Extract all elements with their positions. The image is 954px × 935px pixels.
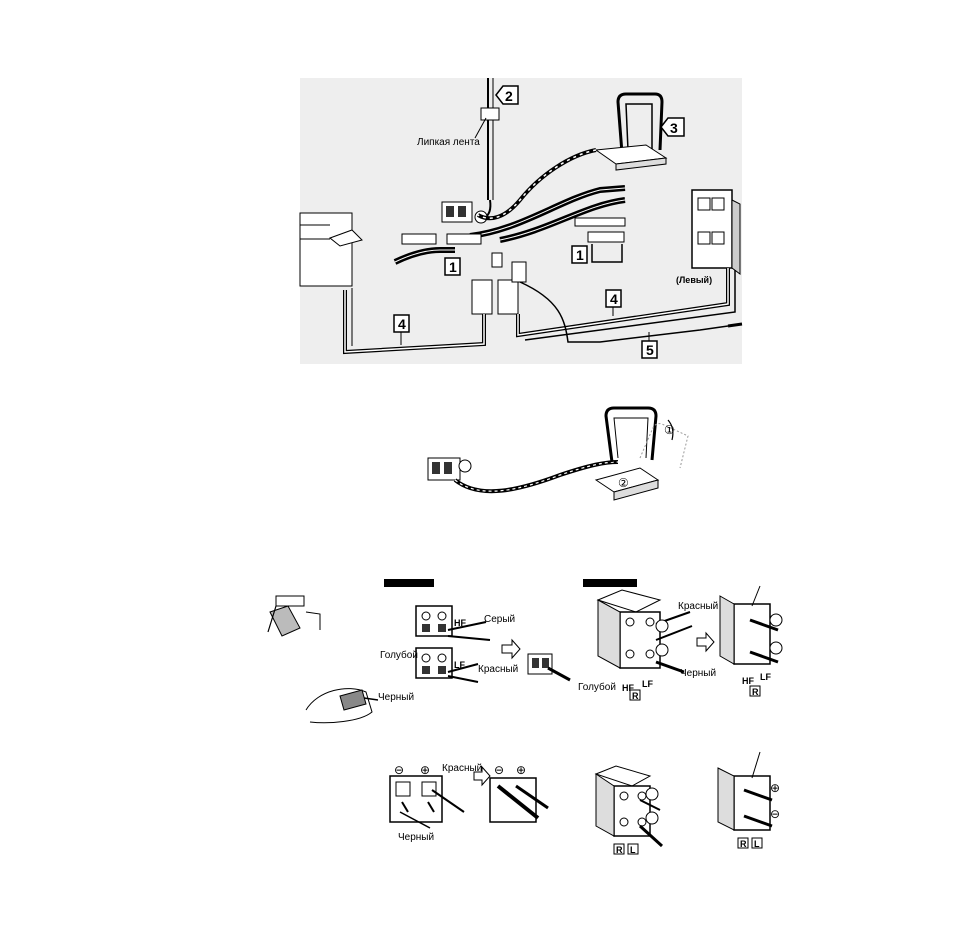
loop-antenna-assembly-diagram: ① ② bbox=[428, 408, 688, 500]
callout-1a: 1 bbox=[445, 258, 460, 275]
connection-c-diagram: ⊖ ⊕ Красный Черный ⊖ ⊕ bbox=[390, 763, 548, 843]
hf-label: HF bbox=[454, 618, 466, 628]
r-label-d2: R bbox=[740, 839, 747, 849]
callout-1b: 1 bbox=[572, 246, 587, 263]
plus-icon: ⊕ bbox=[516, 763, 526, 777]
plus-icon: ⊕ bbox=[420, 763, 430, 777]
antenna-terminal bbox=[442, 202, 472, 222]
plus-icon-d: ⊕ bbox=[770, 781, 780, 795]
r-label-d: R bbox=[616, 845, 623, 855]
black-wire-label: Черный bbox=[378, 692, 414, 703]
grey-wire-label: Серый bbox=[484, 614, 515, 625]
minus-icon: ⊖ bbox=[494, 763, 504, 777]
blue-wire-label-b: Голубой bbox=[578, 681, 616, 693]
svg-text:2: 2 bbox=[505, 88, 513, 104]
red-wire-label-b: Красный bbox=[678, 601, 718, 612]
lf-label-b2: LF bbox=[760, 672, 771, 682]
lf-label: LF bbox=[454, 660, 465, 670]
svg-text:1: 1 bbox=[449, 259, 457, 275]
section-a-header-bar bbox=[384, 579, 434, 587]
svg-text:4: 4 bbox=[610, 291, 618, 307]
connection-a-diagram: HF LF Серый Голубой Красный Черный bbox=[378, 606, 570, 703]
svg-text:1: 1 bbox=[576, 247, 584, 263]
svg-text:5: 5 bbox=[646, 342, 654, 358]
r-label-b: R bbox=[632, 691, 639, 701]
lf-label-b: LF bbox=[642, 679, 653, 689]
r-label-b2: R bbox=[752, 687, 759, 697]
step-2-marker: ② bbox=[618, 476, 629, 490]
hf-label-b2: HF bbox=[742, 676, 754, 686]
svg-text:3: 3 bbox=[670, 120, 678, 136]
left-speaker-unit bbox=[692, 190, 740, 274]
arrow-right-icon bbox=[502, 640, 520, 658]
step-1-marker: ① bbox=[664, 423, 675, 437]
svg-text:4: 4 bbox=[398, 316, 406, 332]
l-label-d: L bbox=[630, 845, 636, 855]
ribbon-connector-hand-illustration bbox=[268, 596, 320, 636]
black-wire-label-c: Черный bbox=[398, 832, 434, 843]
blue-wire-label: Голубой bbox=[380, 649, 418, 661]
section-b-header-bar bbox=[583, 579, 637, 587]
connection-d-diagram: R L ⊕ ⊖ R L bbox=[596, 752, 780, 855]
red-wire-label: Красный bbox=[478, 664, 518, 675]
black-wire-label-b: Черный bbox=[680, 668, 716, 679]
connection-b-diagram: Красный Черный Голубой HF LF R HF LF R bbox=[578, 586, 782, 701]
l-label-d2: L bbox=[754, 839, 760, 849]
minus-icon-d: ⊖ bbox=[770, 807, 780, 821]
arrow-right-icon bbox=[697, 633, 714, 651]
hand-pressing-connector-illustration bbox=[306, 689, 378, 723]
left-speaker-label: (Левый) bbox=[676, 275, 712, 285]
main-wiring-diagram: Липкая лента bbox=[300, 78, 742, 364]
adhesive-tape-label: Липкая лента bbox=[417, 137, 480, 148]
minus-icon: ⊖ bbox=[394, 763, 404, 777]
